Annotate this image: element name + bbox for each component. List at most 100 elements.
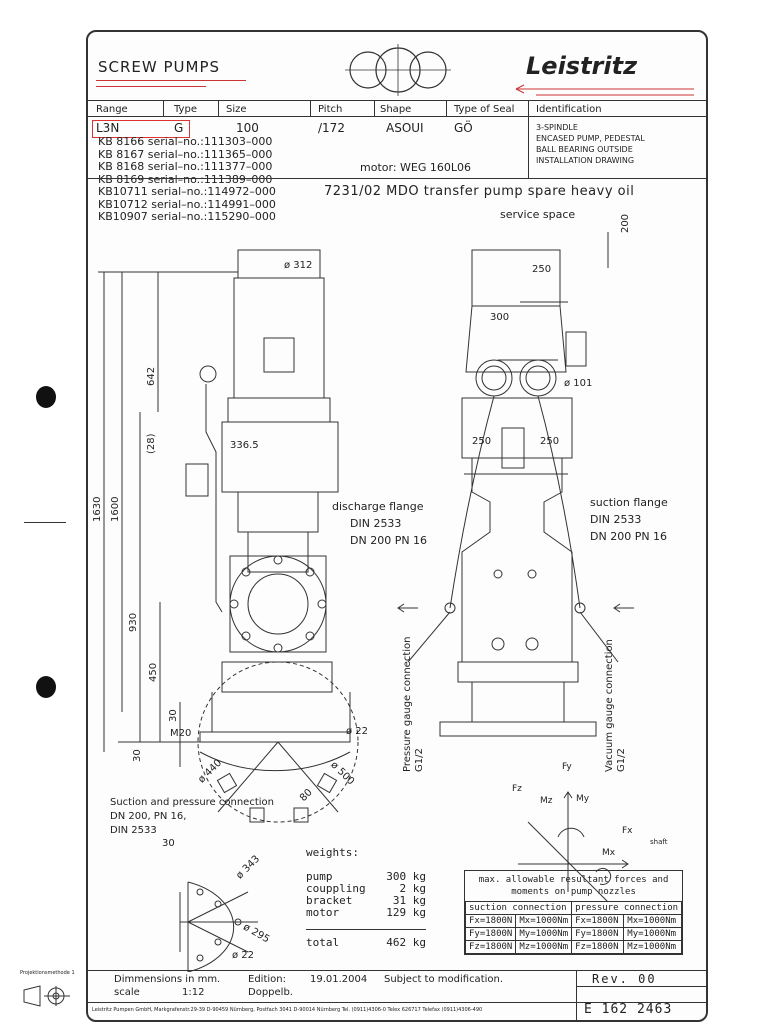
header-rule-2 xyxy=(88,116,706,117)
col-pitch: Pitch xyxy=(318,104,343,115)
footer-divider xyxy=(576,970,577,1020)
table-row: Fz=1800N Mz=1000Nm Fz=1800N Mz=1000Nm xyxy=(464,940,683,954)
value-pitch: /172 xyxy=(318,121,345,135)
value-seal: GÖ xyxy=(454,121,473,135)
discharge-line: DN 200 PN 16 xyxy=(350,534,428,547)
serial-item: KB10907 serial–no.:115290–000 xyxy=(98,210,276,223)
weight-label: bracket xyxy=(306,894,353,907)
forces-table: suction connection pressure connection F… xyxy=(464,901,683,954)
edition-value: 19.01.2004 xyxy=(310,974,368,985)
forces-title-line: max. allowable resultant forces and xyxy=(478,875,669,885)
document-number: E 162 2463 xyxy=(584,1002,673,1017)
table-row: Fx=1800N Mx=1000Nm Fx=1800N Mx=1000Nm xyxy=(464,914,683,928)
table-cell: Fy=1800N xyxy=(464,927,517,941)
suction-line: suction flange xyxy=(590,496,668,509)
weights-title: weights: xyxy=(306,846,359,859)
footer-rule xyxy=(88,970,706,971)
motor-label: motor: WEG 160L06 xyxy=(360,161,471,174)
discharge-line: DIN 2533 xyxy=(350,517,402,530)
brand-logo: Leistritz xyxy=(526,52,638,80)
title-underline-2 xyxy=(96,86,206,87)
identification-line: 3-SPINDLE xyxy=(536,123,578,132)
weight-label: pump xyxy=(306,870,333,883)
dim-30-a: 30 xyxy=(168,709,179,722)
projection-method-label: Projektionsmethode 1 xyxy=(20,970,75,976)
suction-flange-label: suction flange DIN 2533 DN 200 PN 16 xyxy=(590,494,668,545)
table-cell: Fz=1800N xyxy=(464,940,517,954)
vacuum-gauge-label: Vacuum gauge connection xyxy=(604,639,615,772)
weight-label: motor xyxy=(306,906,340,919)
axis-fx: Fx xyxy=(622,826,633,836)
range-highlight-box xyxy=(92,120,190,138)
scale-value: 1:12 xyxy=(182,987,205,998)
col-seal: Type of Seal xyxy=(454,104,515,115)
table-cell: Fx=1800N xyxy=(571,914,625,928)
table-cell: Fz=1800N xyxy=(571,940,625,954)
axis-mz: Mz xyxy=(540,796,553,806)
revision: Rev. 00 xyxy=(592,972,657,986)
dim-930: 930 xyxy=(128,613,139,632)
identification-line: ENCASED PUMP, PEDESTAL xyxy=(536,134,645,143)
forces-title-line: moments on pump nozzles xyxy=(511,887,636,897)
pressure-head: pressure connection xyxy=(571,901,683,915)
forces-head-row: suction connection pressure connection xyxy=(464,901,683,915)
drawing-subtitle: 7231/02 MDO transfer pump spare heavy oi… xyxy=(324,184,635,199)
dim-22: ø 22 xyxy=(346,726,369,737)
screw-logo-icon xyxy=(345,44,451,96)
suction-head: suction connection xyxy=(464,901,573,915)
serial-list: KB 8166 serial–no.:111303–000 KB 8167 se… xyxy=(98,135,276,224)
header-rule-3 xyxy=(88,178,706,179)
dim-1630: 1630 xyxy=(92,497,103,522)
binder-hole-bottom xyxy=(36,676,56,698)
discharge-line: discharge flange xyxy=(332,500,424,513)
serial-item: KB10712 serial–no.:114991–000 xyxy=(98,197,276,211)
identification-block: 3-SPINDLE ENCASED PUMP, PEDESTAL BALL BE… xyxy=(536,122,645,166)
col-divider xyxy=(446,100,447,116)
connection-note-line: Suction and pressure connection xyxy=(110,797,274,808)
value-type: G xyxy=(174,121,184,135)
doppelb-label: Doppelb. xyxy=(248,987,293,998)
footer-rule-3 xyxy=(576,986,706,987)
fold-mark xyxy=(24,522,66,523)
table-cell: Mz=1000Nm xyxy=(623,940,683,954)
discharge-flange-label: discharge flange DIN 2533 DN 200 PN 16 xyxy=(332,498,427,549)
title-underline xyxy=(96,80,246,81)
dim-30-b: 30 xyxy=(132,749,143,762)
connection-note-line: DN 200, PN 16, xyxy=(110,811,187,822)
edition-label: Edition: xyxy=(248,974,286,985)
vacuum-gauge-thread: G1/2 xyxy=(616,748,627,772)
serial-item: KB10711 serial–no.:114972–000 xyxy=(98,185,276,198)
dim-250-top: 250 xyxy=(532,264,552,275)
dim-200: 200 xyxy=(620,213,632,234)
weight-value: 31 kg xyxy=(392,894,426,907)
axis-fz: Fz xyxy=(512,784,522,794)
dim-m20: M20 xyxy=(170,728,192,739)
axis-fy: Fy xyxy=(562,762,572,772)
table-cell: Mz=1000Nm xyxy=(515,940,573,954)
weight-label: couppling xyxy=(306,882,366,895)
dim-28: (28) xyxy=(146,433,157,454)
table-cell: Mx=1000Nm xyxy=(623,914,683,928)
projection-symbol-icon xyxy=(23,985,70,1007)
weight-value: 129 kg xyxy=(386,906,426,919)
suction-line: DIN 2533 xyxy=(590,513,642,526)
pressure-gauge-thread: G1/2 xyxy=(414,748,425,772)
serial-item: KB 8166 serial–no.:111303–000 xyxy=(98,135,273,148)
dim-336-5: 336.5 xyxy=(230,440,259,451)
dim-450: 450 xyxy=(148,663,159,682)
col-divider xyxy=(528,100,529,178)
weight-row: bracket 31 kg xyxy=(306,895,426,907)
identification-line: BALL BEARING OUTSIDE xyxy=(536,145,633,154)
col-type: Type xyxy=(174,104,197,115)
title: SCREW PUMPS xyxy=(98,58,221,76)
table-cell: My=1000Nm xyxy=(515,927,573,941)
col-size: Size xyxy=(226,104,247,115)
footer-rule-2 xyxy=(88,1002,706,1003)
table-cell: Fx=1800N xyxy=(464,914,517,928)
dim-101: ø 101 xyxy=(564,378,593,389)
col-divider xyxy=(218,100,219,116)
weight-total-label: total xyxy=(306,936,340,949)
weight-total-row: total 462 kg xyxy=(306,936,426,949)
connection-note-line: DIN 2533 xyxy=(110,825,157,836)
dim-300: 300 xyxy=(490,312,510,323)
